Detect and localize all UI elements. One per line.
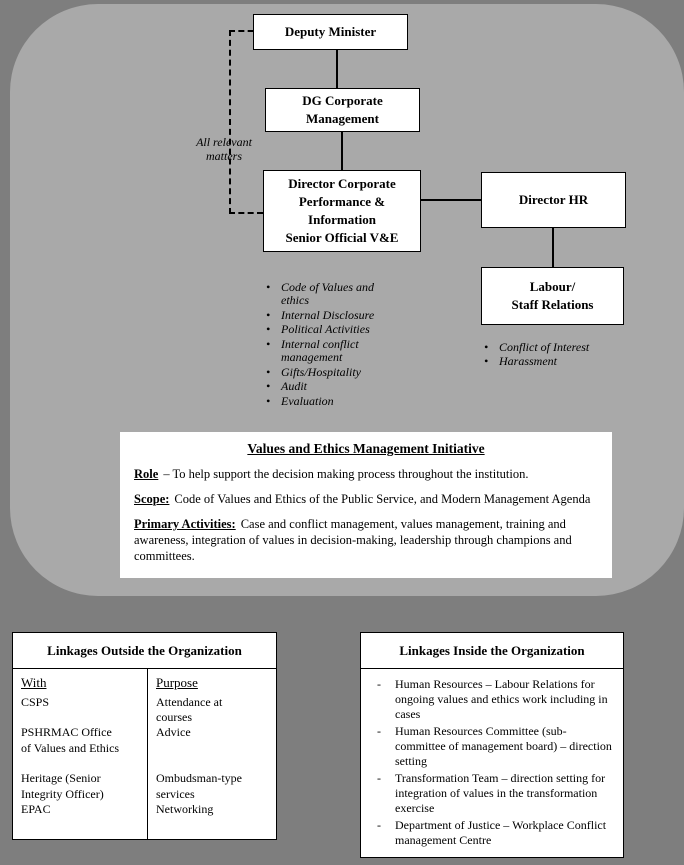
values-initiative-title: Values and Ethics Management Initiative [247, 441, 485, 456]
scope-label: Scope: [134, 491, 170, 506]
scope-text: Code of Values and Ethics of the Public … [174, 491, 591, 506]
list-item: Internal Disclosure [263, 308, 395, 323]
with-column-items: CSPS PSHRMAC Office of Values and Ethics… [21, 694, 120, 817]
list-item: Conflict of Interest [481, 340, 641, 355]
purpose-column: Purpose Attendance at courses Advice Omb… [148, 669, 276, 839]
primary-activities-text: Case and conflict management, values man… [134, 516, 572, 563]
connector-deputy-to-dg [336, 50, 338, 88]
dashed-connector-all-relevant-matters [229, 30, 263, 214]
linkages-inside-box: Linkages Inside the Organization Human R… [360, 632, 624, 858]
scope-paragraph: Scope: Code of Values and Ethics of the P… [134, 492, 598, 508]
list-item: Harassment [481, 354, 641, 369]
linkages-inside-list: Human Resources – Labour Relations for o… [361, 669, 623, 856]
labour-staff-relations-box: Labour/ Staff Relations [481, 267, 624, 325]
list-item: Human Resources Committee (sub-committee… [361, 724, 617, 769]
list-item: Gifts/Hospitality [263, 365, 395, 380]
list-item: Transformation Team – direction setting … [361, 771, 617, 816]
connector-dg-to-director [341, 132, 343, 170]
list-item: Audit [263, 379, 395, 394]
list-item: Human Resources – Labour Relations for o… [361, 677, 617, 722]
with-column-header: With [21, 675, 47, 690]
director-hr-box: Director HR [481, 172, 626, 228]
labour-responsibilities-list: Conflict of Interest Harassment [481, 340, 641, 370]
purpose-column-items: Attendance at courses Advice Ombudsman-t… [156, 694, 242, 817]
role-paragraph: Role – To help support the decision makin… [134, 467, 598, 483]
director-corporate-performance-box: Director Corporate Performance & Informa… [263, 170, 421, 252]
dg-corporate-management-box: DG Corporate Management [265, 88, 420, 132]
director-responsibilities-list: Code of Values and ethics Internal Discl… [263, 280, 395, 409]
deputy-minister-box: Deputy Minister [253, 14, 408, 50]
list-item: Internal conflict management [263, 337, 395, 365]
values-initiative-panel: Values and Ethics Management Initiative … [120, 432, 612, 578]
linkages-outside-columns: With CSPS PSHRMAC Office of Values and E… [13, 669, 276, 839]
role-label: Role [134, 467, 159, 481]
linkages-outside-title: Linkages Outside the Organization [13, 633, 276, 669]
connector-director-to-hr [421, 199, 481, 201]
list-item: Department of Justice – Workplace Confli… [361, 818, 617, 848]
with-column: With CSPS PSHRMAC Office of Values and E… [13, 669, 148, 839]
linkages-inside-title: Linkages Inside the Organization [361, 633, 623, 669]
linkages-outside-box: Linkages Outside the Organization With C… [12, 632, 277, 840]
list-item: Political Activities [263, 322, 395, 337]
primary-activities-paragraph: Primary Activities:Case and conflict man… [134, 517, 598, 565]
purpose-column-header: Purpose [156, 675, 198, 690]
connector-hr-to-labour [552, 228, 554, 267]
list-item: Evaluation [263, 394, 395, 409]
role-text: – To help support the decision making pr… [163, 467, 529, 481]
all-relevant-matters-label: All relevant matters [196, 135, 252, 163]
primary-activities-label: Primary Activities: [134, 516, 236, 531]
list-item: Code of Values and ethics [263, 280, 395, 308]
